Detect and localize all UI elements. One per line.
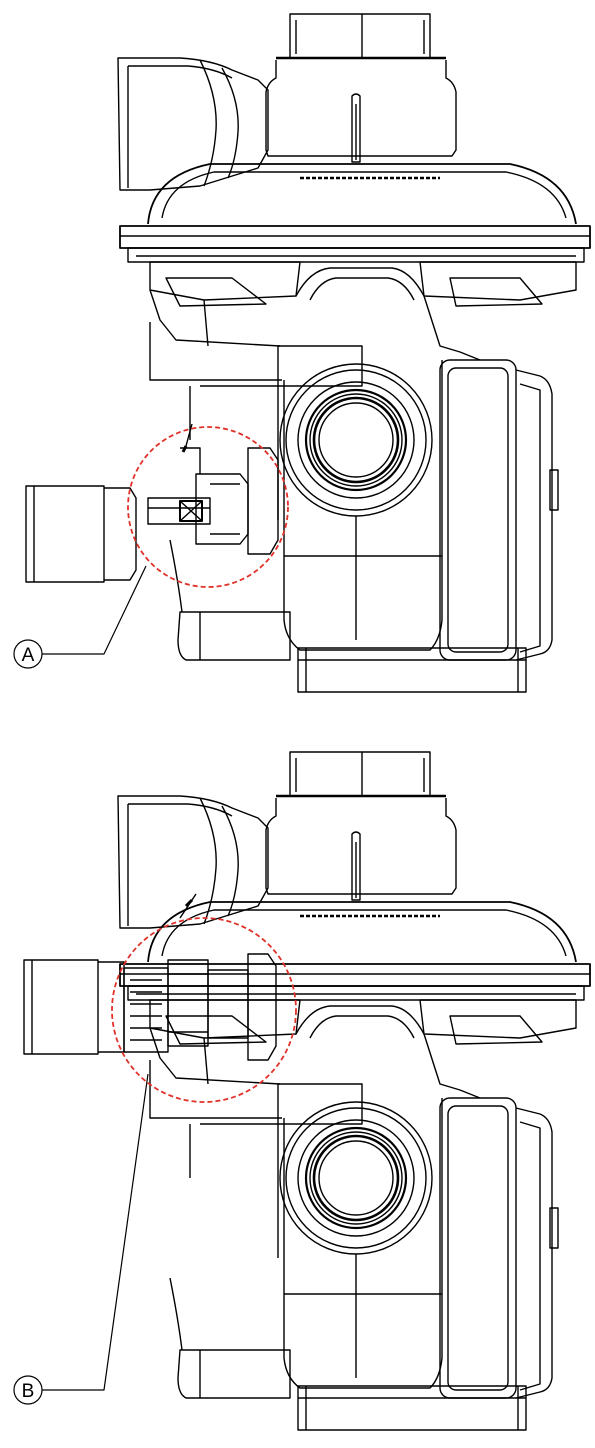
fitting-drawing-b <box>22 892 278 1062</box>
callout-b: B <box>13 1375 43 1405</box>
highlight-circle-b <box>111 917 297 1103</box>
leader-line-b <box>42 1073 149 1391</box>
callout-label-b: B <box>22 1381 35 1402</box>
callout-a: A <box>13 639 43 669</box>
highlight-circle-a <box>127 426 289 588</box>
leader-line-a <box>42 565 147 655</box>
regulator-drawing-b <box>116 750 592 1432</box>
callout-label-a: A <box>22 645 35 666</box>
regulator-drawing-a <box>24 12 592 694</box>
